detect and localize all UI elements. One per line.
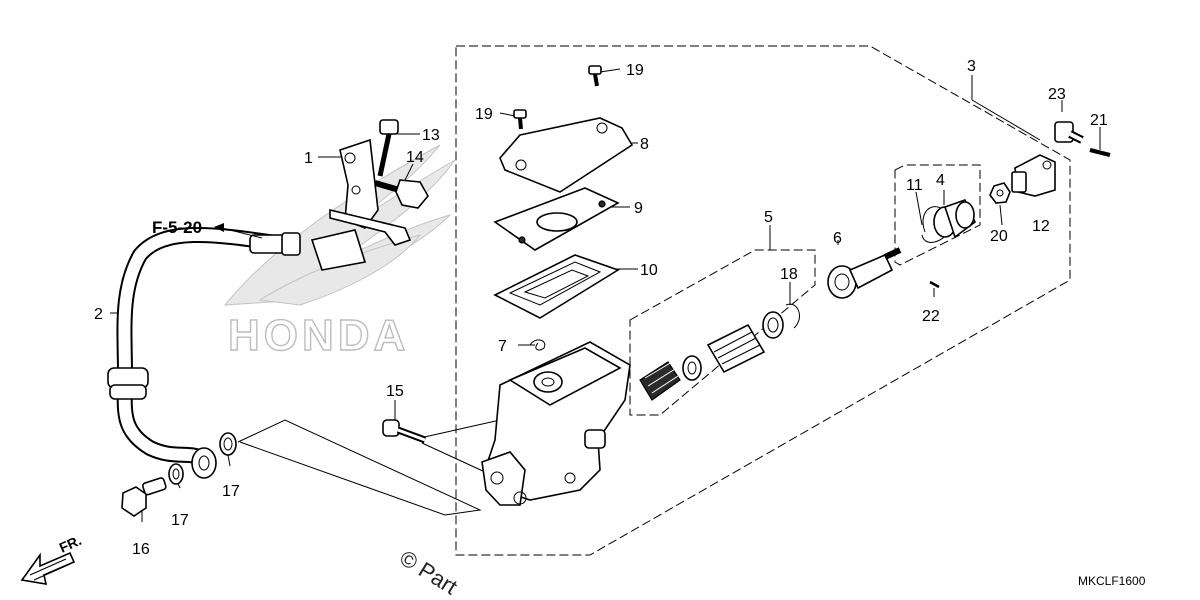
- callout-10: 10: [640, 262, 658, 279]
- clutch-hose: [107, 227, 301, 479]
- callout-12: 12: [1032, 218, 1050, 235]
- callout-11: 11: [906, 177, 923, 194]
- callout-23: 23: [1048, 86, 1066, 103]
- hose-bracket: [310, 138, 412, 271]
- reference-link[interactable]: F-5-20: [152, 218, 202, 237]
- bolt-15: [382, 419, 427, 444]
- callout-17a: 17: [171, 512, 189, 529]
- diaphragm: [493, 254, 620, 319]
- callout-4: 4: [936, 172, 945, 189]
- callout-13: 13: [422, 127, 440, 144]
- copyright-watermark: © Part: [395, 545, 461, 599]
- bolt-14: [374, 179, 429, 209]
- pin-22: [929, 280, 940, 289]
- diaphragm-plate: [493, 187, 620, 251]
- clip-7: [529, 339, 546, 351]
- screw-19b: [513, 109, 527, 130]
- cotter-pin-21: [1089, 148, 1111, 157]
- callout-5: 5: [764, 209, 773, 226]
- callout-19b: 19: [475, 106, 493, 123]
- callout-labels: 1 2 3 4 5 6 7 8 9 10 11 12 13 14 15 16 1…: [94, 58, 1108, 558]
- watermark-text: HONDA: [228, 311, 409, 360]
- callout-8: 8: [640, 136, 649, 153]
- callout-9: 9: [634, 200, 643, 217]
- leader-lines: [110, 68, 1101, 522]
- callout-20: 20: [990, 228, 1008, 245]
- screw-19a: [588, 65, 602, 87]
- piston-set: [639, 303, 800, 401]
- subassembly-outline-4: [894, 164, 981, 266]
- callout-22: 22: [922, 308, 940, 325]
- callout-6: 6: [833, 230, 842, 247]
- diagram-code: MKCLF1600: [1078, 574, 1146, 588]
- callout-7: 7: [498, 338, 507, 355]
- banjo-bolt: [121, 477, 167, 517]
- nut-20: [989, 182, 1011, 204]
- callout-19a: 19: [626, 62, 644, 79]
- dust-boot: [933, 199, 976, 239]
- subassembly-outline-5: [629, 249, 816, 416]
- callout-21: 21: [1090, 112, 1108, 129]
- callout-16: 16: [132, 541, 150, 558]
- callout-17b: 17: [222, 483, 240, 500]
- callout-14: 14: [406, 149, 424, 166]
- reservoir-cap: [499, 117, 634, 193]
- push-rod: [827, 247, 902, 299]
- front-marker: FR.: [57, 532, 84, 556]
- washer-17a: [168, 463, 184, 485]
- master-cylinder-body: [481, 341, 631, 506]
- honda-wing-logo: [223, 144, 456, 306]
- clevis-12: [1011, 154, 1056, 197]
- callout-2: 2: [94, 306, 103, 323]
- callout-3: 3: [967, 58, 976, 75]
- reference-arrow: [214, 223, 263, 239]
- bolt-13: [377, 119, 399, 177]
- front-arrow-icon: [20, 551, 76, 585]
- callout-15: 15: [386, 383, 404, 400]
- callout-1: 1: [304, 150, 313, 167]
- assembly-outline-3: [455, 45, 1071, 556]
- washer-17b: [219, 432, 237, 456]
- pin-23: [1054, 121, 1084, 144]
- callout-18: 18: [780, 266, 798, 283]
